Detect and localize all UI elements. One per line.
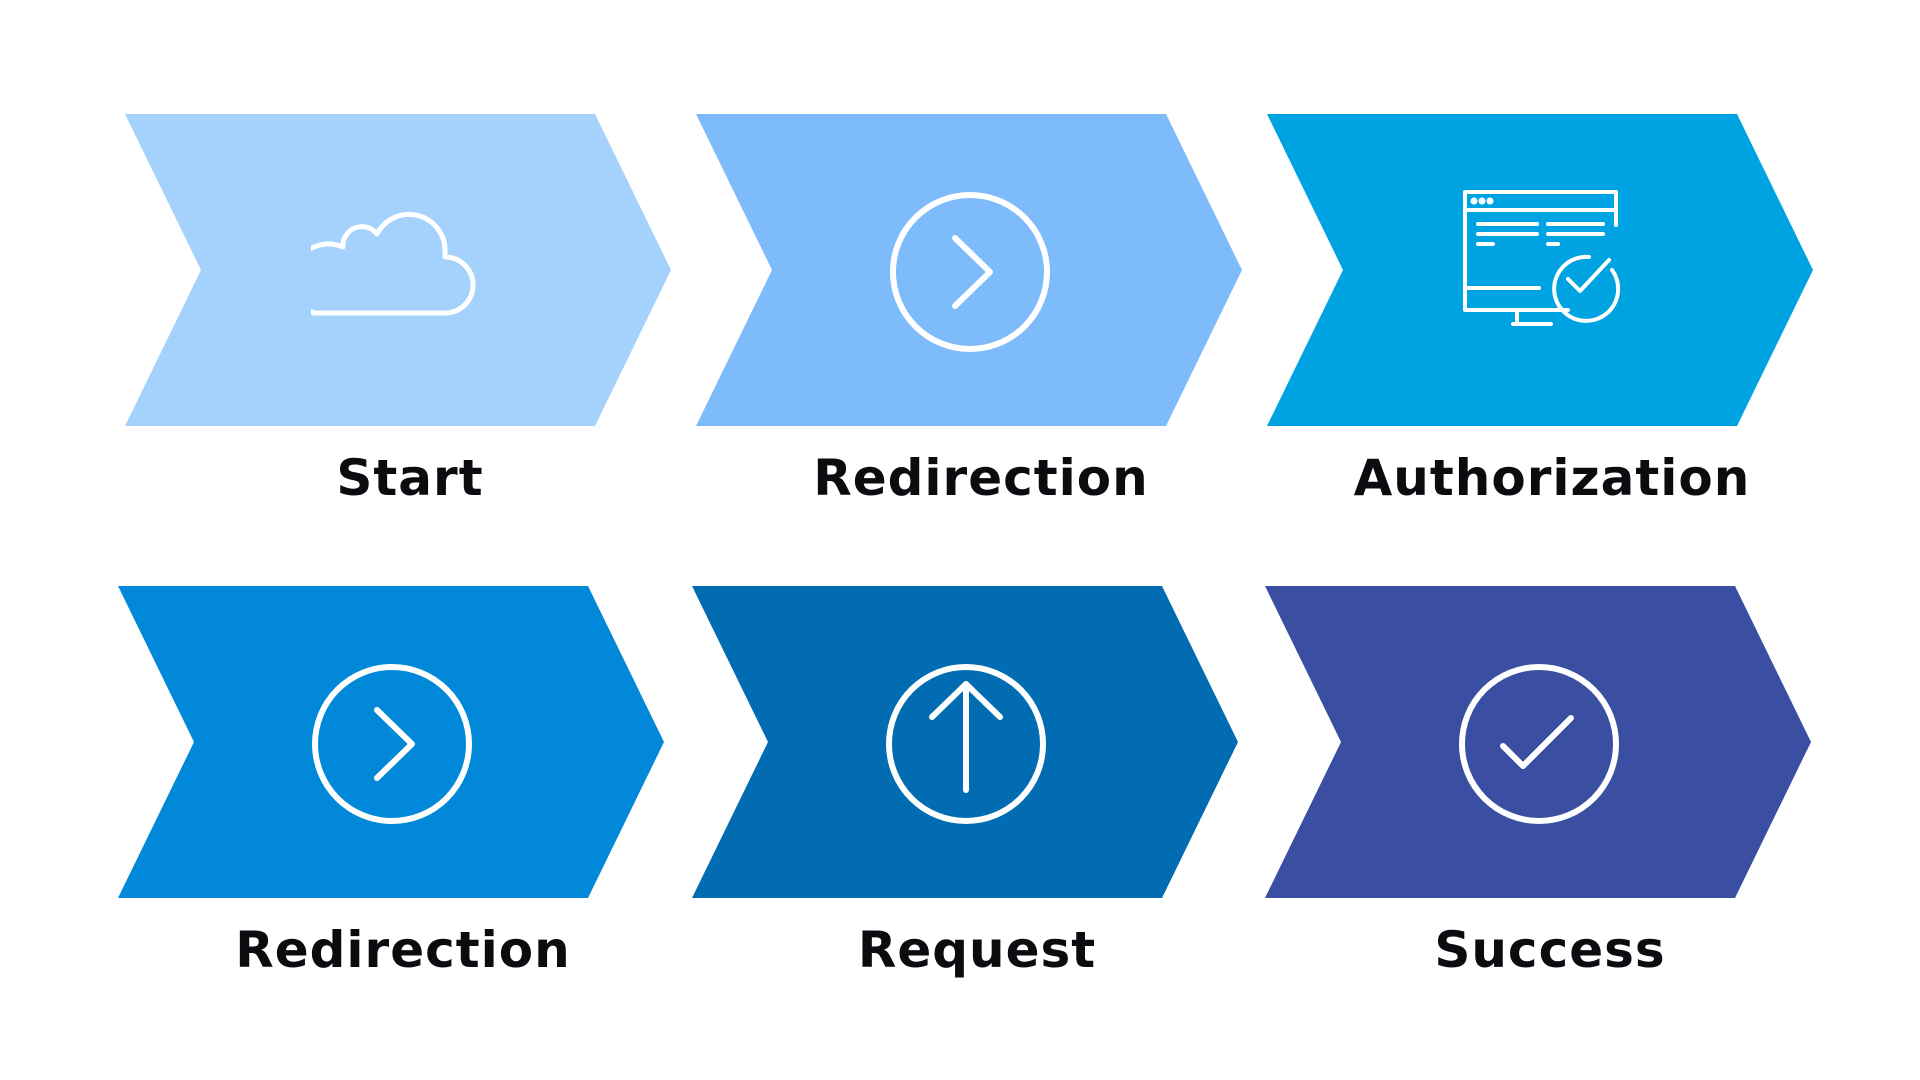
step-success: Success [1265, 586, 1835, 1006]
step-label: Redirection [235, 921, 571, 979]
chevron-shape [1267, 114, 1813, 426]
chevron-shape [1265, 586, 1811, 898]
check-circle-icon [1459, 664, 1619, 824]
step-label: Success [1434, 921, 1666, 979]
arrow-up-circle-icon [886, 664, 1046, 824]
step-authorization: Authorization [1267, 114, 1837, 534]
step-request: Request [692, 586, 1262, 1006]
chevron-right-circle-icon [890, 192, 1050, 352]
step-redirection-2: Redirection [118, 586, 688, 1006]
chevron-shape [125, 114, 671, 426]
step-start: Start [125, 114, 695, 534]
step-label: Request [857, 921, 1097, 979]
chevron-shape [118, 586, 664, 898]
step-redirection-1: Redirection [696, 114, 1266, 534]
cloud-icon [311, 211, 476, 316]
step-label: Authorization [1353, 449, 1751, 507]
step-label: Start [336, 449, 484, 507]
step-label: Redirection [813, 449, 1149, 507]
chevron-right-circle-icon [312, 664, 472, 824]
chevron-shape [696, 114, 1242, 426]
monitor-check-icon [1463, 190, 1621, 326]
